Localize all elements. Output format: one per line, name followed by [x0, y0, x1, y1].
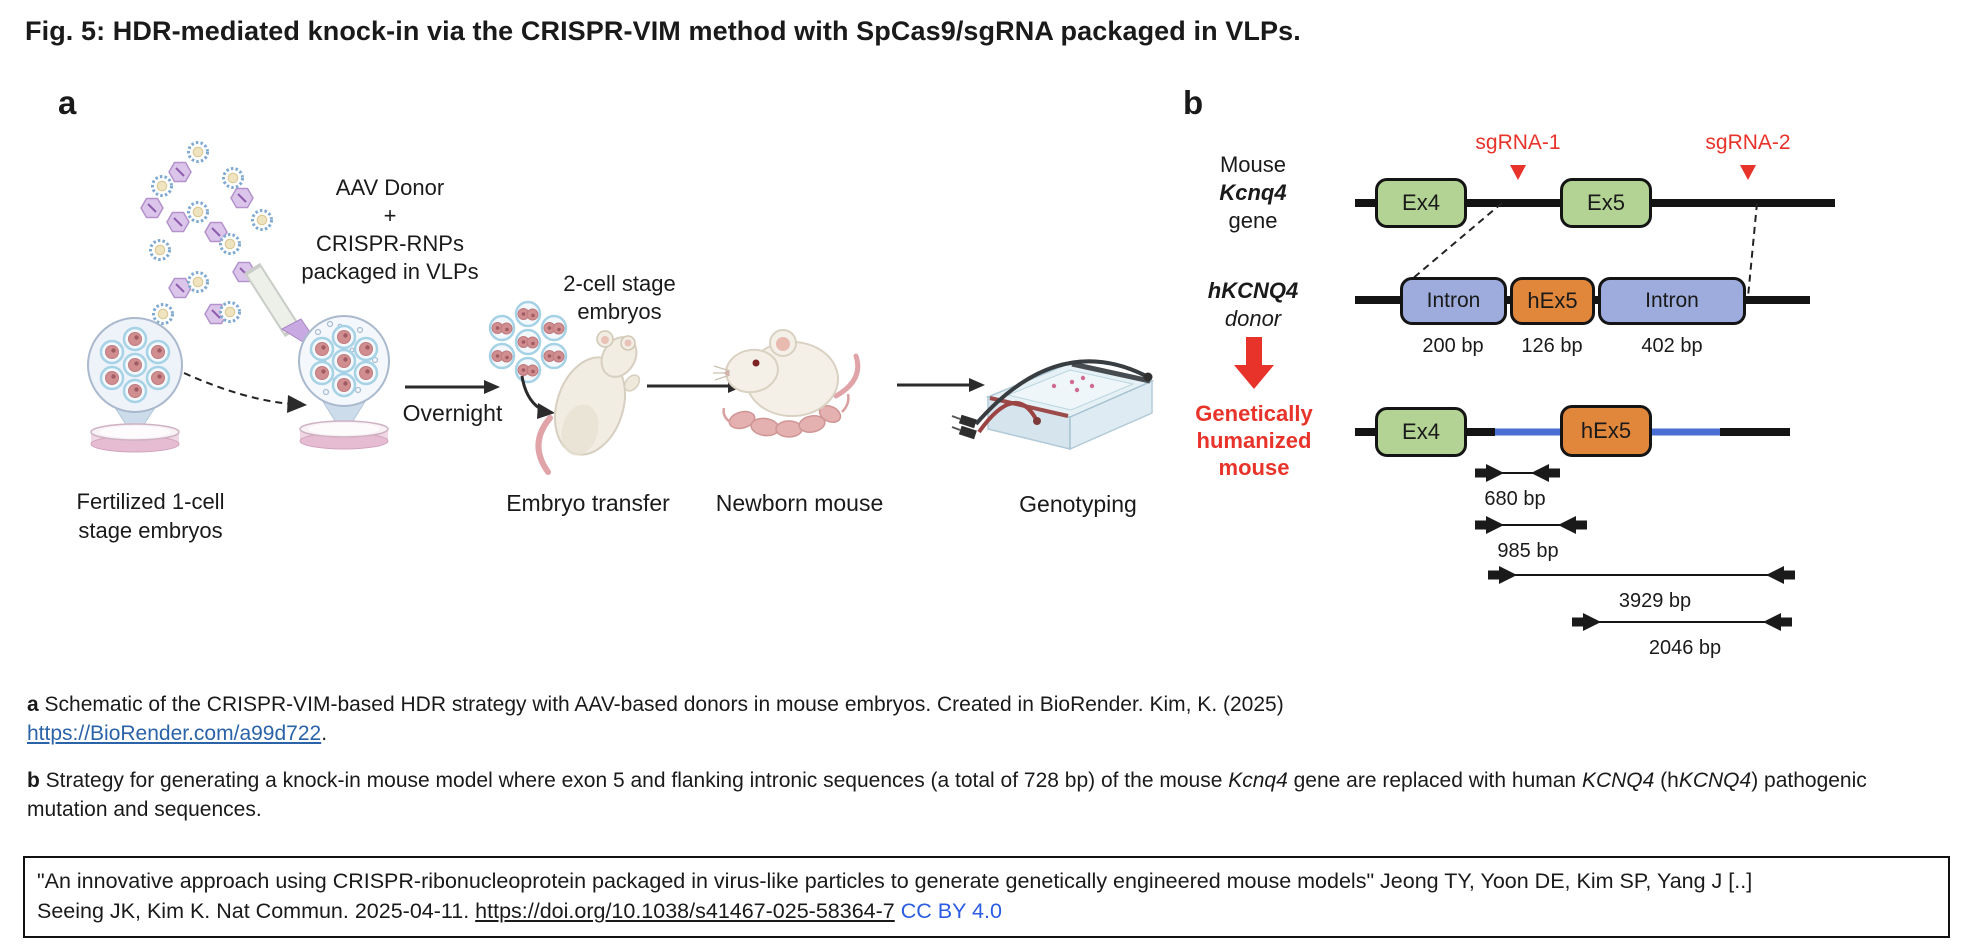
vlp-mix-line3: CRISPR-RNPs [316, 231, 464, 256]
red-down-arrow-icon [1234, 337, 1274, 389]
fertilized-embryos-label: Fertilized 1-cell stage embryos [76, 489, 225, 543]
primer-3929-label: 3929 bp [1618, 590, 1692, 612]
sgrna1-label: sgRNA-1 [1475, 131, 1561, 154]
hex5-box-result: hEx5 [1560, 405, 1652, 457]
surrogate-mouse-icon [535, 330, 641, 475]
caption-a-letter: a [27, 693, 39, 716]
caption-b-letter: b [27, 769, 40, 792]
overnight-label: Overnight [402, 400, 503, 426]
overnight-arrow [405, 380, 500, 394]
ex5-box-gene: Ex5 [1560, 178, 1652, 228]
figure-title: Fig. 5: HDR-mediated knock-in via the CR… [25, 16, 1301, 46]
fertilized-embryo-dish-icon [87, 317, 183, 453]
caption-b-kcnq4-human: KCNQ4 [1581, 769, 1655, 792]
vlp-mix-line1: AAV Donor [335, 175, 445, 200]
doi-link[interactable]: https://doi.org/10.1038/s41467-025-58364… [475, 899, 895, 923]
vlp-aav-mixture-icon [141, 141, 273, 325]
primer-pair-985 [1475, 516, 1587, 534]
sgrna2-cut-triangle-icon [1740, 165, 1756, 180]
primer-680-label: 680 bp [1484, 488, 1546, 510]
citation-line2: Seeing JK, Kim K. Nat Commun. 2025-04-11… [37, 896, 1936, 926]
panel-a-label: a [58, 84, 77, 121]
primer-pair-680 [1475, 464, 1560, 482]
intron-left-box: Intron [1400, 277, 1507, 325]
primer-pair-2046 [1572, 613, 1792, 631]
primer-2046-label: 2046 bp [1648, 637, 1722, 659]
vlp-mix-line4: packaged in VLPs [301, 259, 479, 284]
plus-sign: + [383, 203, 397, 228]
mouse-gene-label: Mouse Kcnq4 gene [1219, 152, 1287, 233]
panel-b: Mouse Kcnq4 gene Ex4 Ex5 sgRNA-1 sgRNA-2… [1180, 85, 1974, 660]
hex5-box-donor: hEx5 [1510, 277, 1595, 325]
genotyping-label: Genotyping [1019, 491, 1137, 517]
caption-a-suffix: . [321, 722, 328, 745]
caption-b-part4: ) pathogenic mutation and sequences. [27, 769, 1867, 821]
donor-label: hKCNQ4 donor [1207, 278, 1299, 331]
cc-by-license-link[interactable]: CC BY 4.0 [900, 899, 1002, 923]
right-dashed-connector [1747, 202, 1758, 298]
caption-b-hkcnq4: KCNQ4 [1678, 769, 1752, 792]
caption-b-part3: (h [1654, 769, 1679, 792]
caption-b-kcnq4-mouse: Kcnq4 [1228, 769, 1288, 792]
intron-right-box: Intron [1598, 277, 1746, 325]
ex4-box-gene: Ex4 [1375, 178, 1467, 228]
bp-200-label: 200 bp [1422, 335, 1484, 357]
humanized-mouse-label: Genetically humanized mouse [1195, 401, 1313, 480]
vlp-mix-label: AAV Donor + CRISPR-RNPs packaged in VLPs [270, 174, 510, 286]
primer-985-label: 985 bp [1497, 540, 1559, 562]
citation-authors: Seeing JK, Kim K. Nat Commun. 2025-04-11… [37, 899, 476, 923]
left-dashed-connector [1404, 202, 1503, 286]
gel-electrophoresis-tank-icon [951, 359, 1155, 451]
embryo-transfer-label: Embryo transfer [506, 490, 670, 516]
caption-b-part2: gene are replaced with human [1287, 769, 1582, 792]
result-line-right [1720, 428, 1790, 436]
sgrna1-cut-triangle-icon [1510, 165, 1526, 180]
panel-b-label: b [1183, 84, 1204, 121]
newborn-to-genotyping-arrow [897, 378, 985, 392]
sgrna2-label: sgRNA-2 [1705, 131, 1791, 154]
caption-a: a Schematic of the CRISPR-VIM-based HDR … [27, 690, 1932, 748]
cluster-to-mouse-arrow [520, 375, 555, 419]
mother-mouse-with-pups-icon [713, 329, 861, 438]
panel-a-illustration [87, 141, 1155, 475]
caption-a-text: Schematic of the CRISPR-VIM-based HDR st… [44, 693, 1284, 716]
caption-b: b Strategy for generating a knock-in mou… [27, 766, 1932, 824]
bp-402-label: 402 bp [1641, 335, 1703, 357]
dashed-transfer-arrow [183, 372, 307, 413]
biorender-link[interactable]: https://BioRender.com/a99d722 [27, 722, 322, 745]
newborn-mouse-label: Newborn mouse [715, 490, 884, 516]
injected-embryo-dish-icon [298, 315, 390, 450]
caption-b-part1: Strategy for generating a knock-in mouse… [45, 769, 1229, 792]
bp-126-label: 126 bp [1521, 335, 1583, 357]
citation-box: "An innovative approach using CRISPR-rib… [23, 856, 1950, 938]
citation-line1: "An innovative approach using CRISPR-rib… [37, 869, 1753, 893]
primer-pair-3929 [1488, 566, 1795, 584]
ex4-box-result: Ex4 [1375, 407, 1467, 457]
two-cell-embryos-label: 2-cell stage embryos [563, 271, 676, 324]
